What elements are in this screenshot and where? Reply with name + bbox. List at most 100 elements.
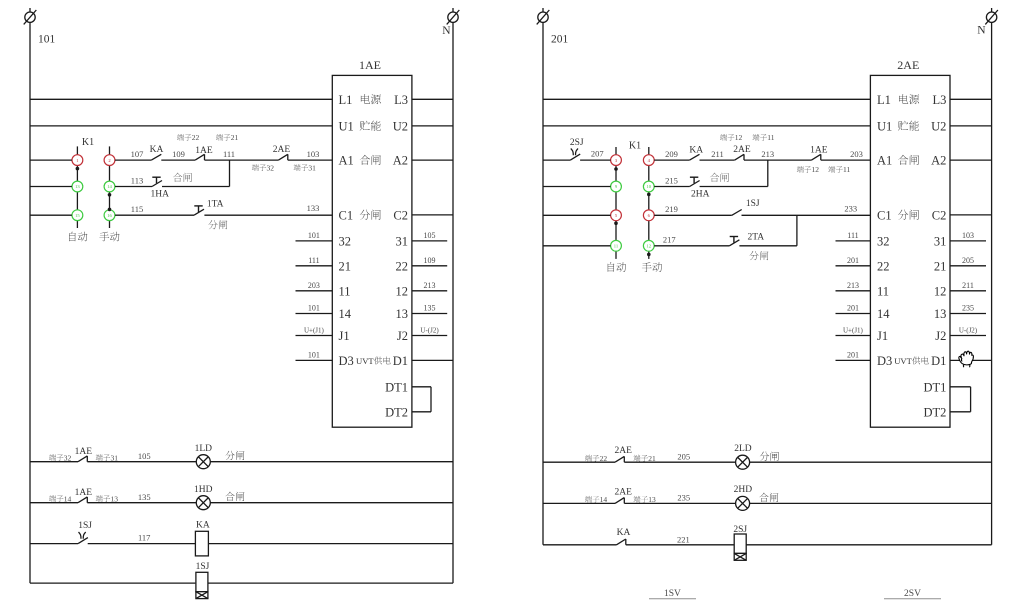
cjk-glyph xyxy=(109,231,120,242)
switch-terminal-13: 13 xyxy=(71,180,84,193)
lamp-caption xyxy=(759,451,779,461)
cjk-glyph xyxy=(95,495,103,502)
cjk-glyph xyxy=(616,262,627,272)
label-run: 21 xyxy=(231,133,239,142)
position-dot xyxy=(107,193,112,197)
terminal-name: D3 xyxy=(877,354,892,368)
wire-number: 107 xyxy=(131,149,144,159)
switch-terminal-3: 3 xyxy=(609,154,622,167)
terminal-name: J2 xyxy=(935,329,946,343)
lamp-x xyxy=(197,456,209,468)
wire-number: 221 xyxy=(677,535,690,545)
switch-position-caption xyxy=(607,262,627,272)
stub-wire-number: 235 xyxy=(962,304,974,313)
cjk-glyph xyxy=(652,262,663,272)
contact-1AE: 1AE xyxy=(75,447,92,463)
terminal-name: C2 xyxy=(393,209,408,223)
phase-slash xyxy=(984,9,999,25)
position-dot xyxy=(614,221,618,225)
indicator-lamp-1LD: 1LD xyxy=(195,444,245,470)
coil-body xyxy=(195,571,209,593)
switch-position-caption xyxy=(99,231,120,242)
terminal-number: 15 xyxy=(75,213,80,218)
contact-blade xyxy=(77,537,89,545)
row-function-label: UVT xyxy=(356,356,391,366)
row-function-label xyxy=(897,209,919,220)
cjk-glyph xyxy=(584,495,592,503)
cjk-glyph xyxy=(641,454,648,462)
contact-blade xyxy=(689,153,700,161)
label-run: 31 xyxy=(308,163,316,172)
cjk-glyph xyxy=(383,356,391,365)
phase-bus-label: 201 xyxy=(551,34,569,46)
cjk-glyph xyxy=(184,134,192,141)
sheet-tab-label: 1SV xyxy=(664,589,681,599)
position-dot xyxy=(75,166,80,171)
lamp-caption xyxy=(225,491,245,501)
stub-wire-number: U-(J2) xyxy=(420,327,439,335)
row-function-label xyxy=(899,94,920,105)
neutral-bus-label: N xyxy=(442,25,451,37)
label-run: 22 xyxy=(192,133,200,142)
phase-tap-symbol xyxy=(536,9,550,25)
contact-blade xyxy=(734,153,745,161)
contact-blade xyxy=(731,208,743,216)
phase-tap-symbol xyxy=(446,9,460,25)
switch-terminal-9: 9 xyxy=(609,180,622,193)
cjk-glyph xyxy=(592,496,600,503)
terminal-name: 12 xyxy=(396,284,409,298)
label-run: 12 xyxy=(812,165,820,174)
contact-blade xyxy=(77,496,88,504)
cjk-glyph xyxy=(584,454,592,462)
cjk-glyph xyxy=(909,94,920,105)
stub-wire-number: 201 xyxy=(847,256,859,265)
contact-label: 1HA xyxy=(151,189,170,199)
phase-slash xyxy=(536,9,550,25)
terminal-name: DT2 xyxy=(385,405,408,419)
wire-number: 11 xyxy=(828,165,851,174)
phase-tap-symbol xyxy=(984,9,999,25)
stub-wire-number: 101 xyxy=(308,304,320,313)
cjk-glyph xyxy=(225,450,235,460)
contact-label: KA xyxy=(689,146,703,156)
switch-terminal-2: 2 xyxy=(103,154,116,167)
contact-2AE: 2AE xyxy=(614,446,632,463)
wire-number: 219 xyxy=(665,204,678,214)
terminal-name: A1 xyxy=(339,154,354,168)
cjk-glyph xyxy=(371,154,381,165)
cjk-glyph xyxy=(49,495,57,502)
row-function-label xyxy=(359,209,381,220)
wire-number: 31 xyxy=(95,453,118,462)
contact-label: 2HA xyxy=(691,190,710,200)
contact-blade xyxy=(151,153,162,161)
wire-number: 133 xyxy=(307,203,320,213)
terminal-circle xyxy=(642,209,655,222)
wire-number xyxy=(208,220,228,230)
contact-1AE: 1AE xyxy=(75,488,92,504)
wire-number: 14 xyxy=(49,494,72,503)
contact-blade xyxy=(194,153,205,161)
terminal-circle xyxy=(642,154,655,167)
contact-label: 1SJ xyxy=(746,199,760,209)
lamp-x xyxy=(737,456,749,468)
terminal-number: 4 xyxy=(648,158,651,163)
switch-terminal-15: 15 xyxy=(71,209,84,222)
position-dot xyxy=(647,252,651,257)
contact-blade xyxy=(689,179,700,188)
wire-number: 12 xyxy=(720,133,743,142)
terminal-name: 21 xyxy=(339,259,352,273)
label-run: 22 xyxy=(600,454,608,463)
contact-label: 1SJ xyxy=(78,521,92,531)
terminal-name: 22 xyxy=(877,259,890,273)
